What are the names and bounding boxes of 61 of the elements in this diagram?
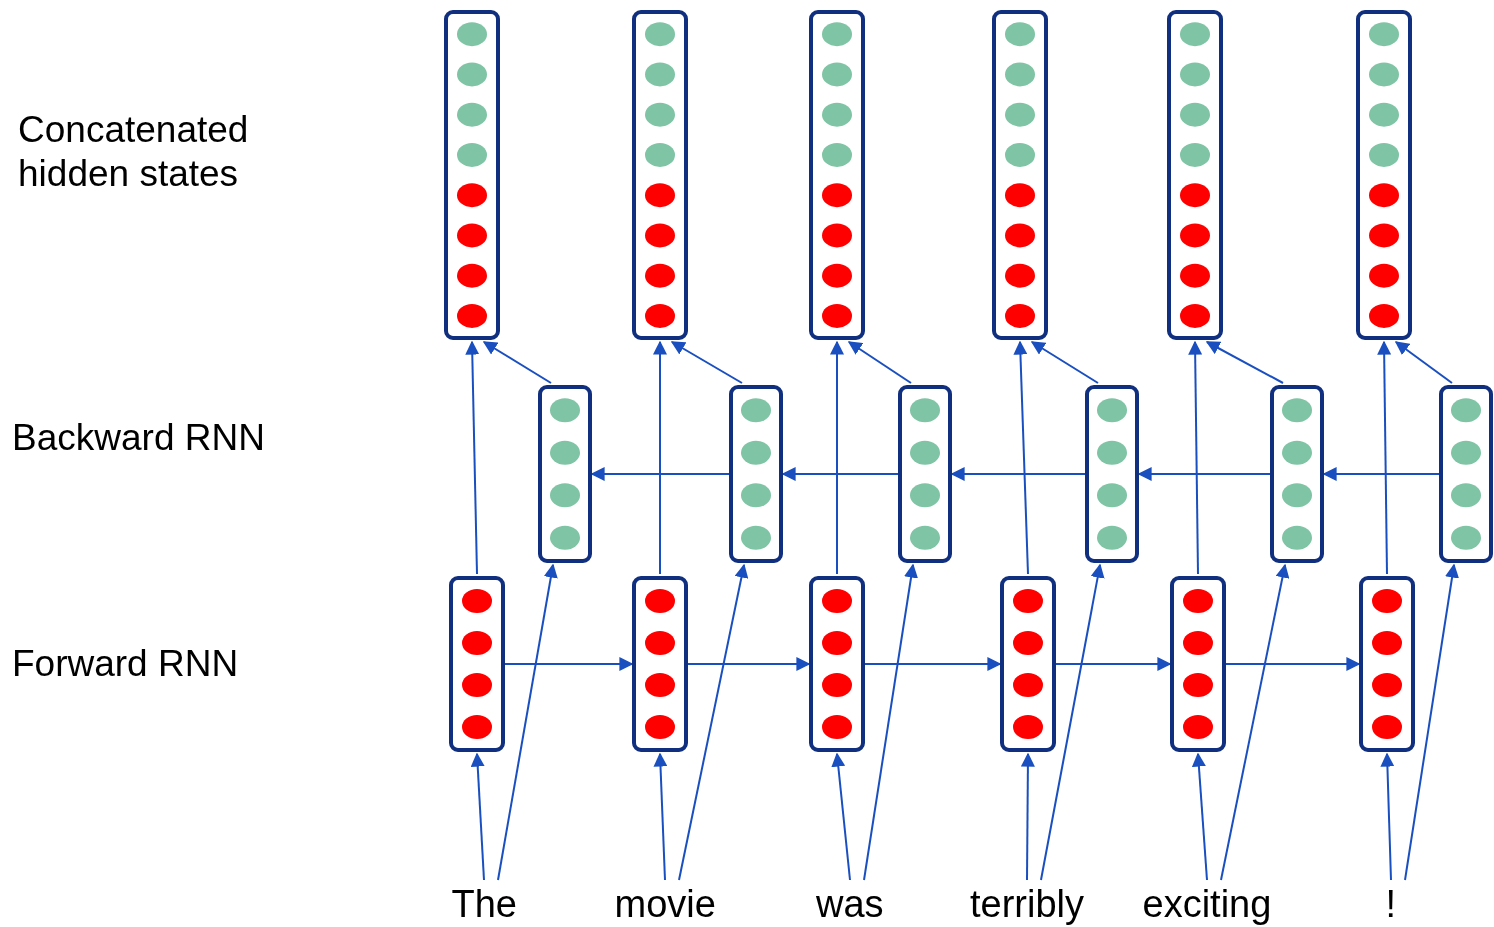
arrow (950, 467, 1086, 481)
arrow (687, 657, 811, 671)
arrow (1225, 657, 1361, 671)
vector-box (1359, 576, 1415, 752)
arrow (504, 657, 634, 671)
vector-box (444, 10, 500, 340)
arrow (653, 340, 667, 575)
arrow (864, 657, 1002, 671)
arrow (482, 341, 552, 384)
vector-box (1270, 385, 1324, 563)
arrow (497, 563, 558, 881)
arrow (1380, 752, 1395, 881)
word-token: ! (1385, 882, 1397, 926)
vector-box (632, 576, 688, 752)
arrow (1040, 563, 1105, 881)
row-label: Forward RNN (12, 642, 240, 686)
arrow (1188, 340, 1203, 575)
word-token: was (816, 882, 884, 926)
word-token: movie (614, 882, 716, 926)
arrow (670, 341, 743, 384)
vector-box (1167, 10, 1223, 340)
arrow (847, 341, 912, 384)
word-token: The (451, 882, 517, 926)
arrow (831, 752, 851, 881)
vector-box (632, 10, 688, 340)
arrow (470, 752, 485, 881)
row-label: Concatenated hidden states (18, 108, 250, 196)
arrow (1205, 341, 1284, 384)
vector-box (729, 385, 783, 563)
arrow (830, 340, 844, 575)
vector-box (809, 576, 865, 752)
vector-box (898, 385, 952, 563)
word-token: exciting (1142, 882, 1272, 926)
arrow (1394, 341, 1453, 384)
arrow (1220, 563, 1290, 881)
arrow (1137, 467, 1271, 481)
arrow (1013, 340, 1029, 575)
arrow (1322, 467, 1440, 481)
arrow (781, 467, 899, 481)
arrow (1020, 752, 1035, 881)
row-label: Backward RNN (12, 416, 266, 460)
word-token: terribly (970, 882, 1085, 926)
arrow (1404, 563, 1459, 881)
vector-box (809, 10, 865, 340)
arrow (863, 563, 918, 881)
vector-box (1085, 385, 1139, 563)
arrow (590, 467, 730, 481)
arrow (1030, 341, 1099, 384)
arrow (1377, 340, 1392, 575)
arrow (653, 752, 668, 881)
vector-box (538, 385, 592, 563)
arrow (465, 340, 480, 575)
vector-box (1439, 385, 1493, 563)
arrow (1191, 752, 1208, 881)
vector-box (449, 576, 505, 752)
vector-box (1356, 10, 1412, 340)
vector-box (1170, 576, 1226, 752)
arrow (678, 563, 749, 881)
vector-box (992, 10, 1048, 340)
vector-box (1000, 576, 1056, 752)
arrow (1055, 657, 1172, 671)
